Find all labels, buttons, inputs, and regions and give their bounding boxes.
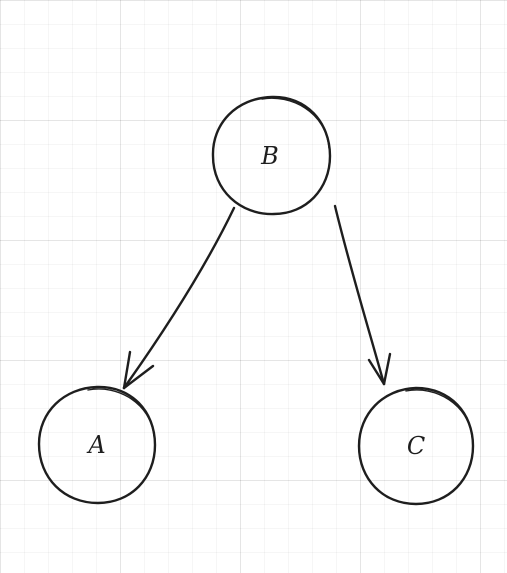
node-a[interactable]: A — [37, 385, 157, 505]
node-c[interactable]: C — [357, 386, 475, 506]
edge-b-to-c-line — [333, 204, 386, 386]
node-c-label: C — [407, 432, 425, 460]
node-b-label: B — [260, 142, 279, 170]
edge-b-to-a-arrowhead-left — [122, 350, 132, 390]
edge-b-to-a-line — [122, 206, 236, 390]
edge-b-to-c[interactable] — [333, 204, 392, 386]
node-a-label: A — [86, 431, 105, 459]
node-b[interactable]: B — [211, 95, 332, 216]
edge-b-to-c-arrowhead-left — [367, 358, 386, 386]
edge-b-to-c-arrowhead-right — [382, 352, 392, 386]
edge-b-to-a[interactable] — [122, 206, 236, 390]
edge-b-to-a-arrowhead-right — [122, 364, 155, 390]
